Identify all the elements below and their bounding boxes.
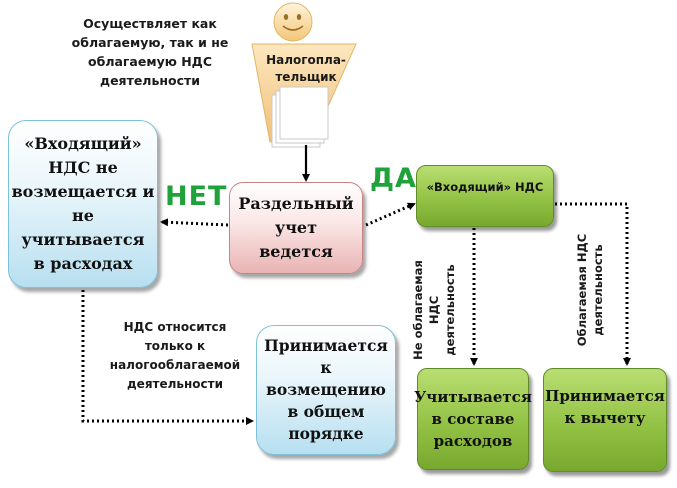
taxpayer-figure <box>251 2 357 148</box>
separate-accounting-box: Раздельный учет ведется <box>229 182 363 274</box>
note-taxable-only: НДС относится только к налогооблагаемой … <box>109 320 241 391</box>
taxpayer-label: Налогопла- тельщик <box>266 53 346 84</box>
expenses-box: Учитывается в составе расходов <box>414 368 532 470</box>
arrow-center-to-green-yes <box>365 202 416 227</box>
arrow-green-to-deduction <box>555 202 631 366</box>
documents-icon <box>271 86 329 148</box>
input-vat-not-reimbursed-box: «Входящий» НДС не возмещается и не учиты… <box>8 120 158 288</box>
input-vat-box: «Входящий» НДС <box>416 165 554 227</box>
taxable-activity-label: Облагаемая НДС деятельность <box>575 233 605 347</box>
top-note: Осуществляет как облагаемую, так и не об… <box>71 16 229 88</box>
arrow-left-to-reimburse <box>81 290 254 425</box>
yes-label: ДА <box>370 163 417 194</box>
deduction-box: Принимается к вычету <box>543 368 667 472</box>
nontaxable-activity-label: Не облагаемая НДС деятельность <box>411 260 457 360</box>
arrow-center-to-left-no <box>160 218 229 227</box>
reimbursement-box: Принимается к возмещению в общем порядке <box>256 325 396 455</box>
no-label: НЕТ <box>165 181 228 212</box>
connectors <box>81 145 631 425</box>
smiley-face-icon <box>273 2 313 42</box>
